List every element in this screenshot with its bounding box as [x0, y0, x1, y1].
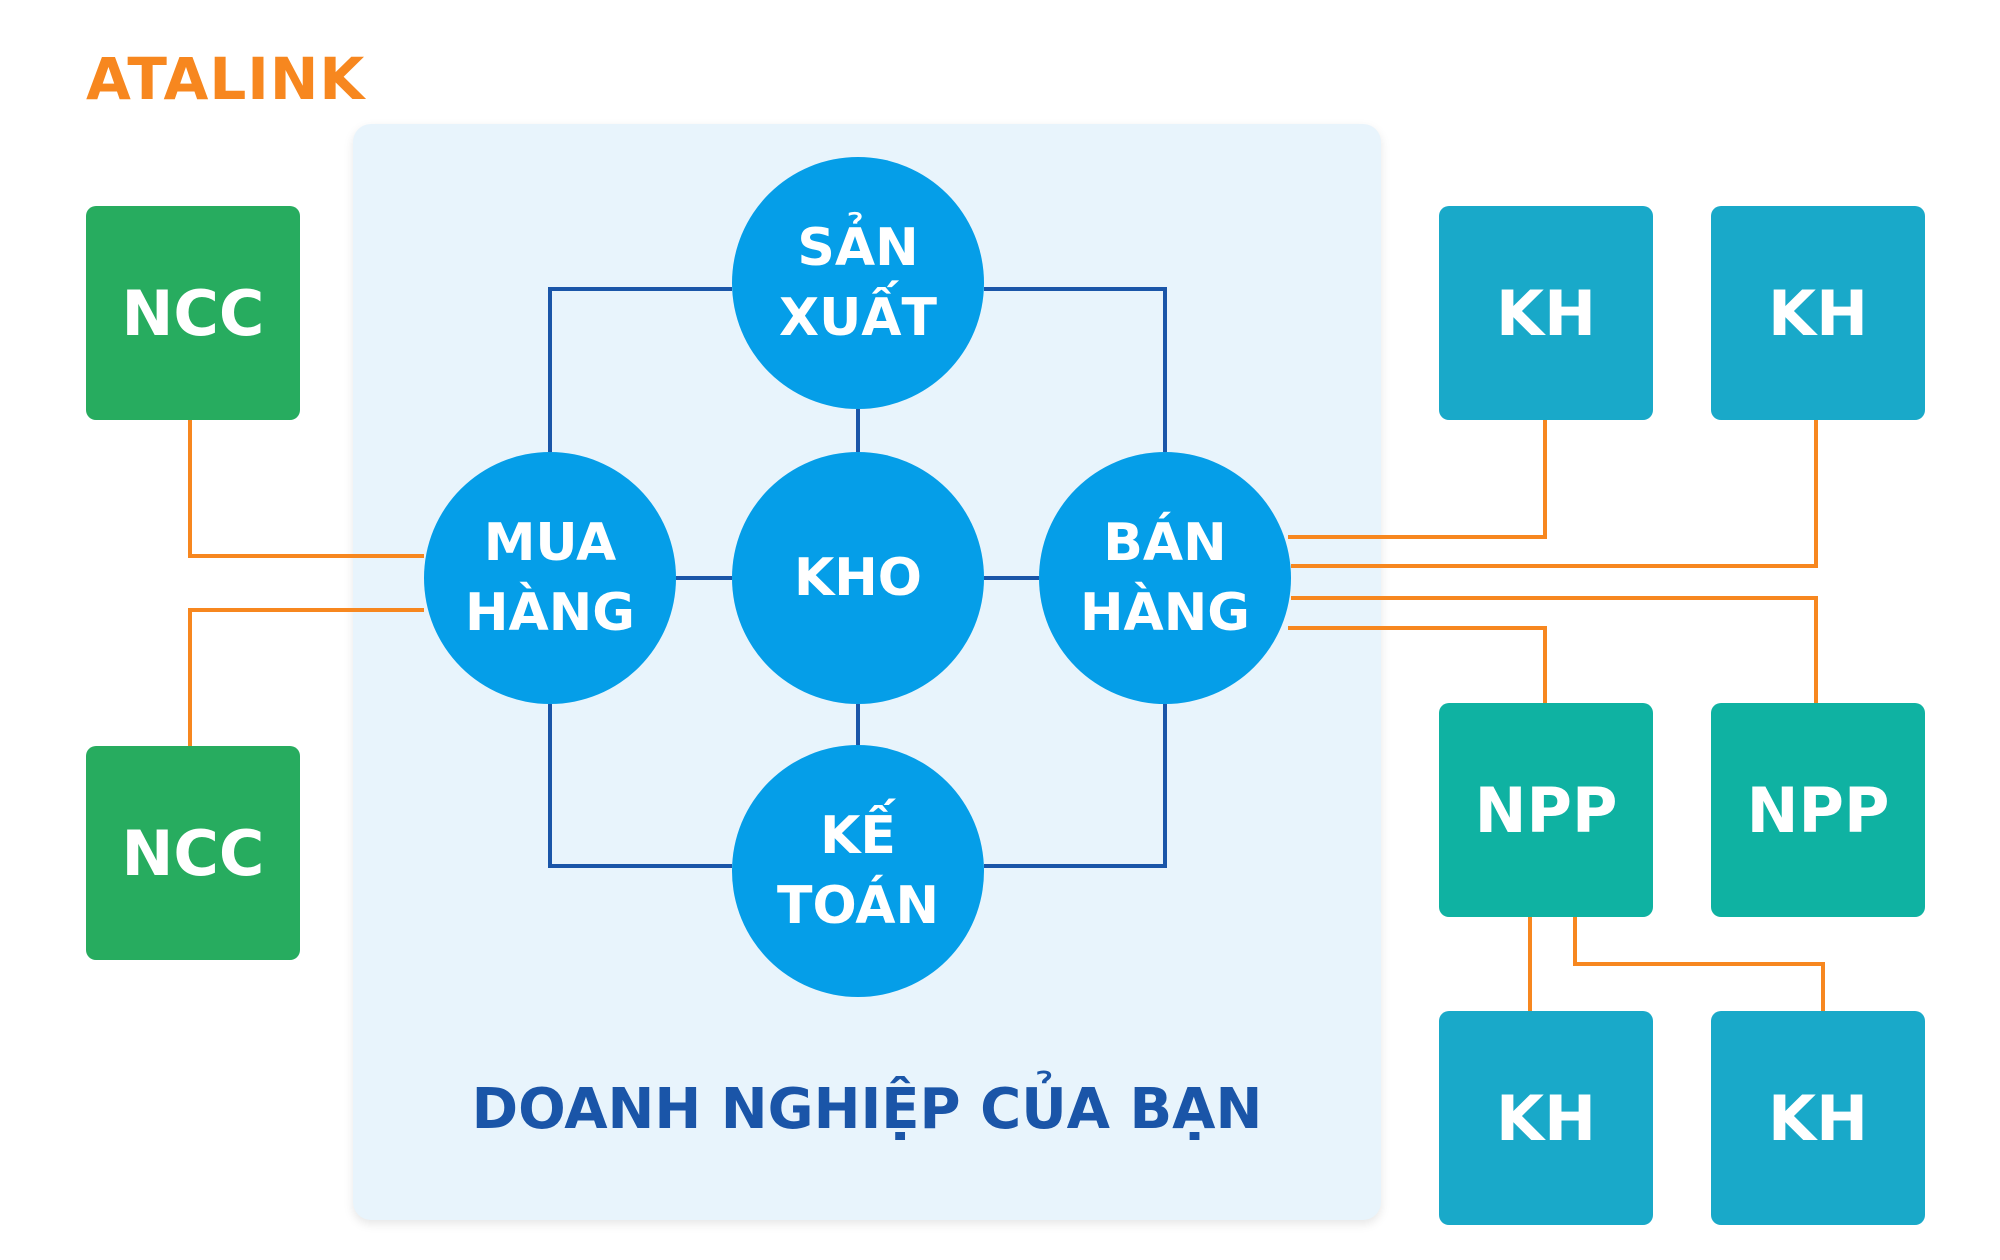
- module-sales: BÁN HÀNG: [1039, 452, 1291, 704]
- internal-connectors: [548, 287, 1167, 868]
- line-sales-distributor-left: [1288, 626, 1547, 703]
- line-sales-customer-top-right: [1291, 420, 1818, 568]
- distributor-label: NPP: [1474, 773, 1618, 847]
- customer-label: KH: [1768, 276, 1868, 350]
- line-sales-customer-top-left: [1288, 420, 1547, 539]
- customer-label: KH: [1496, 276, 1596, 350]
- module-sales-label: BÁN HÀNG: [1080, 513, 1250, 643]
- module-purchasing-label: MUA HÀNG: [465, 513, 635, 643]
- line-accounting-sales: [984, 704, 1167, 868]
- module-production: SẢN XUẤT: [732, 157, 984, 409]
- line-production-purchasing: [548, 287, 732, 452]
- customer-label: KH: [1768, 1081, 1868, 1155]
- module-warehouse-label: KHO: [793, 548, 923, 608]
- line-supplier-top-purchasing: [188, 420, 424, 558]
- customer-box-top-right: KH: [1711, 206, 1925, 420]
- customer-box-bottom-left: KH: [1439, 1011, 1653, 1225]
- module-accounting-label: KẾ TOÁN: [776, 806, 940, 936]
- customer-box-bottom-right: KH: [1711, 1011, 1925, 1225]
- line-sales-distributor-right: [1291, 596, 1818, 703]
- atalink-logo: ATALINK: [86, 45, 366, 113]
- line-distributor-customer-bottom-right: [1573, 917, 1825, 1011]
- module-warehouse: KHO: [732, 452, 984, 704]
- line-supplier-bottom-purchasing: [188, 608, 424, 746]
- distributor-box-left: NPP: [1439, 703, 1653, 917]
- module-accounting: KẾ TOÁN: [732, 745, 984, 997]
- module-purchasing: MUA HÀNG: [424, 452, 676, 704]
- distributor-label: NPP: [1746, 773, 1890, 847]
- distributor-box-right: NPP: [1711, 703, 1925, 917]
- supplier-label: NCC: [121, 816, 265, 890]
- line-production-sales: [984, 287, 1167, 452]
- customer-label: KH: [1496, 1081, 1596, 1155]
- supplier-box-bottom: NCC: [86, 746, 300, 960]
- supplier-label: NCC: [121, 276, 265, 350]
- customer-box-top-left: KH: [1439, 206, 1653, 420]
- supplier-box-top: NCC: [86, 206, 300, 420]
- module-production-label: SẢN XUẤT: [778, 218, 938, 348]
- panel-title: DOANH NGHIỆP CỦA BẠN: [471, 1077, 1263, 1142]
- external-connectors: [188, 420, 1825, 1011]
- line-purchasing-accounting: [548, 704, 732, 868]
